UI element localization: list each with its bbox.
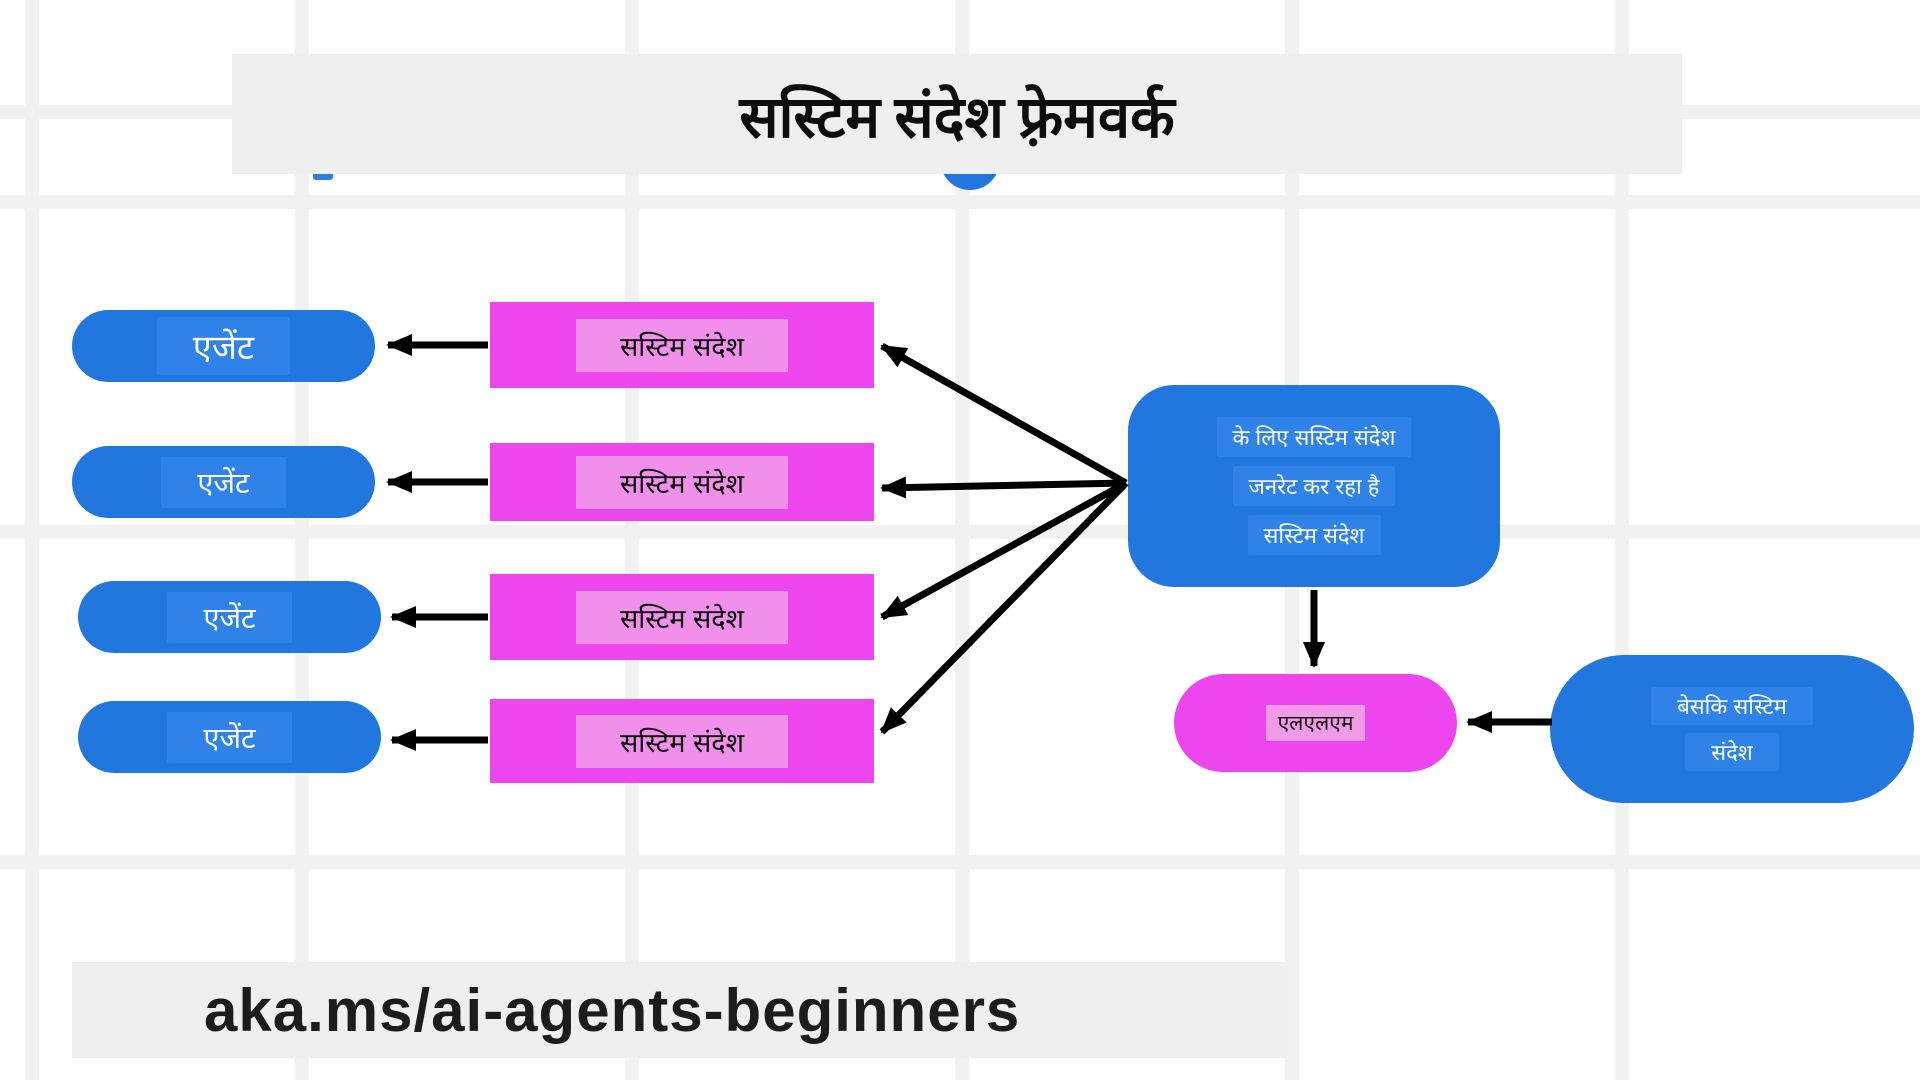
system-message-node-1-label: सस्टिम संदेश: [576, 318, 788, 372]
basic-system-message-node: बेसकि सस्टिम संदेश: [1550, 655, 1914, 803]
title-banner: सस्टिम संदेश फ़्रेमवर्क: [232, 54, 1682, 174]
system-message-node-3: सस्टिम संदेश: [490, 574, 874, 660]
generator-node-line-1: के लिए सस्टिम संदेश: [1216, 417, 1412, 457]
system-message-node-3-label: सस्टिम संदेश: [576, 590, 788, 644]
system-message-node-4: सस्टिम संदेश: [490, 699, 874, 783]
system-message-node-2-label: सस्टिम संदेश: [576, 455, 788, 509]
footer-banner: aka.ms/ai-agents-beginners: [72, 962, 1288, 1058]
footer-link: aka.ms/ai-agents-beginners: [204, 976, 1021, 1044]
basic-system-message-line-2: संदेश: [1685, 733, 1779, 771]
generator-node-line-2: जनरेट कर रहा है: [1232, 466, 1396, 506]
agent-node-3: एजेंट: [78, 581, 381, 653]
agent-node-4: एजेंट: [78, 701, 381, 773]
agent-node-1: एजेंट: [72, 310, 375, 382]
system-message-node-2: सस्टिम संदेश: [490, 443, 874, 521]
agent-node-4-label: एजेंट: [167, 711, 292, 763]
llm-node: एलएलएम: [1174, 674, 1457, 772]
llm-node-label: एलएलएम: [1265, 705, 1366, 741]
agent-node-2: एजेंट: [72, 446, 375, 518]
agent-node-3-label: एजेंट: [167, 591, 292, 643]
agent-node-1-label: एजेंट: [156, 317, 291, 375]
page-title: सस्टिम संदेश फ़्रेमवर्क: [739, 84, 1175, 150]
basic-system-message-line-1: बेसकि सस्टिम: [1651, 687, 1813, 725]
agent-node-2-label: एजेंट: [161, 456, 286, 508]
system-message-node-1: सस्टिम संदेश: [490, 302, 874, 388]
generator-node: के लिए सस्टिम संदेश जनरेट कर रहा है सस्ट…: [1128, 385, 1500, 587]
generator-node-line-3: सस्टिम संदेश: [1247, 515, 1381, 555]
hidden-blue-dash: [313, 172, 333, 180]
system-message-node-4-label: सस्टिम संदेश: [576, 714, 788, 768]
